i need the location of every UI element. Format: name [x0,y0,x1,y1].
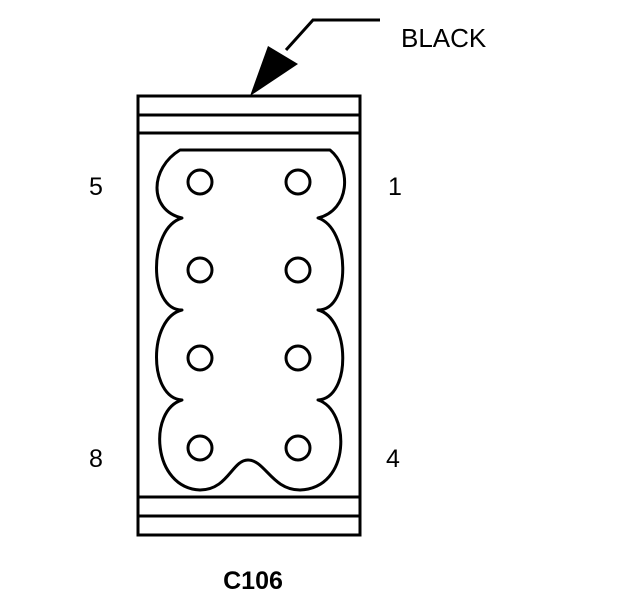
pin-hole-1 [284,168,312,196]
color-leader [250,18,380,96]
leader-arrowhead [250,46,298,96]
pin-hole-5 [186,168,214,196]
pin-cavity-outline [155,148,347,492]
pin-hole-3 [284,344,312,372]
pin-label-bottom-left: 8 [89,445,103,473]
connector-id-label: C106 [223,567,283,595]
pin-label-top-left: 5 [89,173,103,201]
connector-body [136,94,362,537]
pin-hole-6 [186,256,214,284]
pin-hole-7 [186,344,214,372]
pin-hole-4 [284,434,312,462]
pin-holes [186,168,312,462]
leader-line [284,18,380,52]
connector-outline [136,94,362,537]
connector-color-label: BLACK [401,23,487,53]
pin-hole-8 [186,434,214,462]
pin-label-bottom-right: 4 [386,445,400,473]
pin-hole-2 [284,256,312,284]
pin-label-top-right: 1 [388,173,402,201]
